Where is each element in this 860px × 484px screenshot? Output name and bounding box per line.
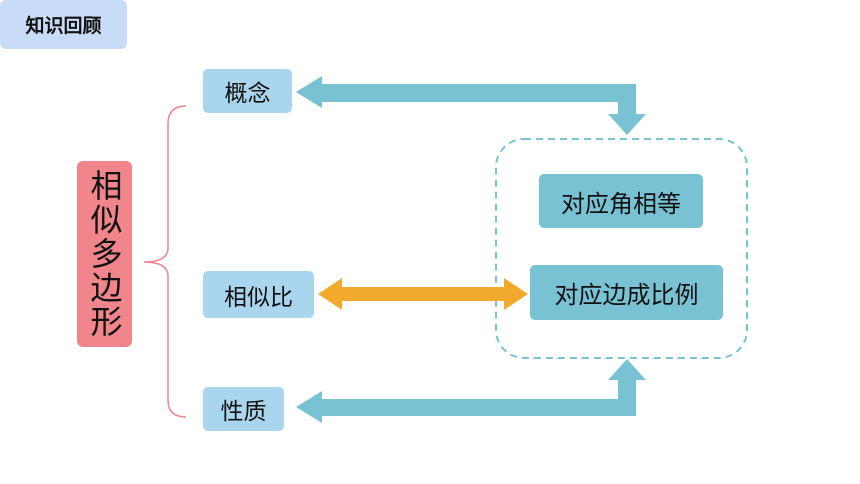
property-arrow-rise bbox=[618, 378, 636, 416]
results-frame bbox=[495, 138, 748, 359]
result-angles: 对应角相等 bbox=[539, 174, 703, 228]
property-arrow-head bbox=[296, 391, 322, 423]
node-property: 性质 bbox=[203, 387, 284, 431]
concept-arrow-head bbox=[296, 76, 322, 108]
concept-arrow-drop bbox=[618, 84, 636, 116]
concept-arrow-shaft bbox=[320, 84, 636, 101]
node-concept: 概念 bbox=[203, 69, 292, 113]
ratio-arrow-shaft bbox=[338, 287, 508, 301]
ratio-arrow-head-right bbox=[504, 278, 528, 310]
topic-box: 相似多边形 bbox=[77, 161, 132, 347]
section-title: 知识回顾 bbox=[0, 0, 127, 49]
brace bbox=[143, 105, 187, 418]
frame-arrow-head-top bbox=[608, 114, 646, 135]
property-arrow-shaft bbox=[320, 399, 636, 416]
result-sides: 对应边成比例 bbox=[530, 265, 723, 320]
ratio-arrow-head-left bbox=[318, 278, 342, 310]
node-ratio: 相似比 bbox=[203, 271, 314, 318]
frame-arrow-head-bottom bbox=[608, 359, 646, 380]
